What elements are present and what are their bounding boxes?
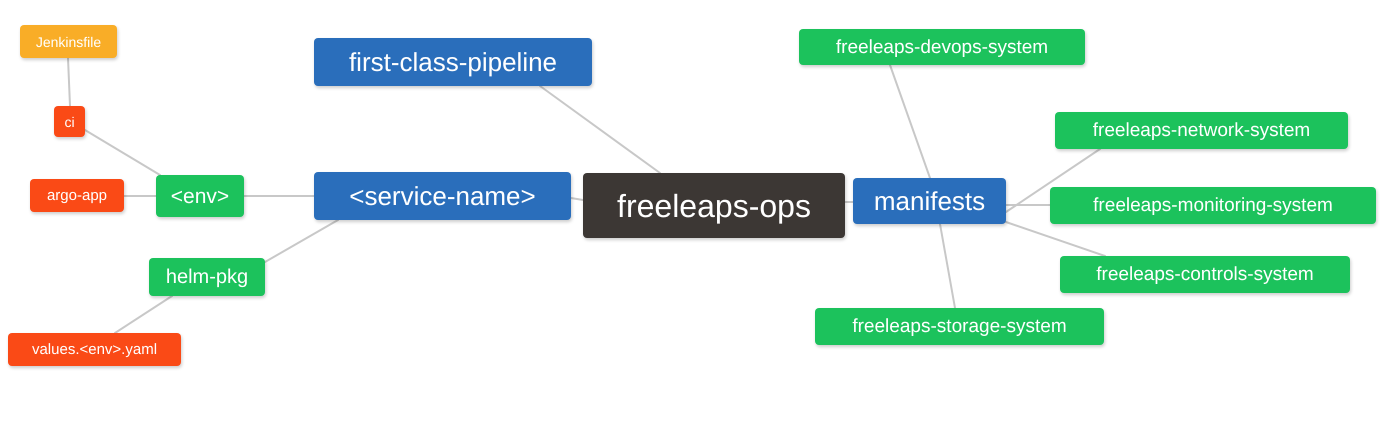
edge-manifests-to-freeleaps-controls-system <box>1005 221 1106 257</box>
node-label-freeleaps-controls-system: freeleaps-controls-system <box>1096 264 1314 285</box>
node-freeleaps-ops[interactable]: freeleaps-ops <box>583 173 845 238</box>
node-service-name[interactable]: <service-name> <box>314 172 571 220</box>
node-jenkinsfile[interactable]: Jenkinsfile <box>20 25 117 58</box>
node-label-manifests: manifests <box>873 186 986 216</box>
edge-service-name-to-freeleaps-ops <box>570 197 584 201</box>
edge-ci-to-env <box>84 129 161 176</box>
node-freeleaps-storage-system[interactable]: freeleaps-storage-system <box>815 308 1104 345</box>
node-label-freeleaps-devops-system: freeleaps-devops-system <box>835 36 1049 58</box>
node-label-freeleaps-storage-system: freeleaps-storage-system <box>852 316 1067 337</box>
edge-helm-pkg-to-values-yaml <box>114 295 173 334</box>
node-values-yaml[interactable]: values.<env>.yaml <box>8 333 181 366</box>
node-helm-pkg[interactable]: helm-pkg <box>149 258 265 296</box>
edge-manifests-to-freeleaps-storage-system <box>939 223 956 309</box>
node-label-first-class-pipeline: first-class-pipeline <box>348 47 558 77</box>
node-label-service-name: <service-name> <box>349 181 536 211</box>
node-label-jenkinsfile: Jenkinsfile <box>35 33 102 50</box>
edge-manifests-to-freeleaps-devops-system <box>889 64 931 179</box>
node-freeleaps-network-system[interactable]: freeleaps-network-system <box>1055 112 1348 149</box>
edge-jenkinsfile-to-ci <box>67 57 71 107</box>
node-label-argo-app: argo-app <box>46 187 108 204</box>
edge-first-class-pipeline-to-freeleaps-ops <box>539 85 661 174</box>
node-freeleaps-devops-system[interactable]: freeleaps-devops-system <box>799 29 1085 65</box>
node-label-freeleaps-network-system: freeleaps-network-system <box>1092 120 1311 141</box>
node-first-class-pipeline[interactable]: first-class-pipeline <box>314 38 592 86</box>
node-env[interactable]: <env> <box>156 175 244 217</box>
node-freeleaps-monitoring-system[interactable]: freeleaps-monitoring-system <box>1050 187 1376 224</box>
node-label-freeleaps-ops: freeleaps-ops <box>617 187 811 224</box>
node-manifests[interactable]: manifests <box>853 178 1006 224</box>
node-label-env: <env> <box>170 184 230 208</box>
node-label-ci: ci <box>64 113 75 130</box>
node-argo-app[interactable]: argo-app <box>30 179 124 212</box>
edge-service-name-to-helm-pkg <box>264 219 339 263</box>
node-label-values-yaml: values.<env>.yaml <box>31 341 158 358</box>
node-freeleaps-controls-system[interactable]: freeleaps-controls-system <box>1060 256 1350 293</box>
node-ci[interactable]: ci <box>54 106 85 137</box>
node-label-freeleaps-monitoring-system: freeleaps-monitoring-system <box>1093 195 1333 216</box>
node-label-helm-pkg: helm-pkg <box>165 266 249 288</box>
